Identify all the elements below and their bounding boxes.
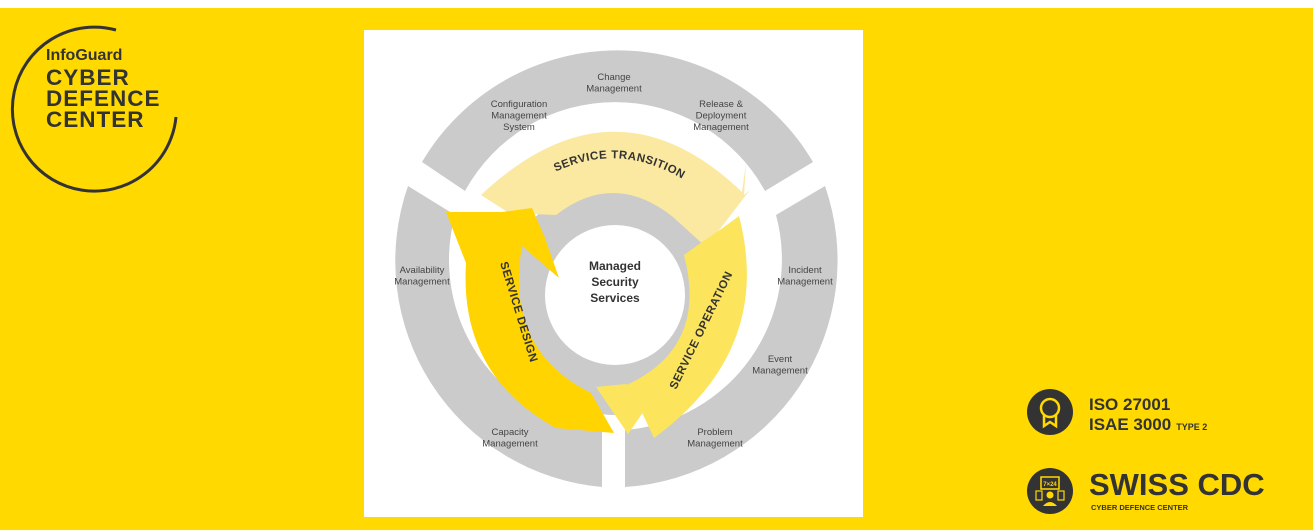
service-transition-arrow — [481, 131, 750, 247]
swiss-cdc-badge: 7×24 SWISS CDC CYBER DEFENCE CENTER — [1027, 468, 1287, 516]
process-label-line: Incident — [788, 265, 822, 276]
process-label-line: Management — [693, 122, 749, 133]
service-operation-arrow-body — [630, 216, 747, 438]
process-label-line: Deployment — [696, 111, 747, 122]
ring-sector-design — [395, 186, 602, 487]
process-label-line: Capacity — [492, 427, 529, 438]
center-label-line: Security — [591, 275, 639, 289]
ring-sector-operation — [625, 186, 838, 487]
swiss-cdc-title: SWISS CDC — [1089, 467, 1265, 502]
logo-ring — [10, 25, 178, 193]
ring-sector-transition — [422, 50, 813, 191]
iso-27001: ISO 27001 — [1089, 395, 1171, 414]
iso-badge: ISO 27001 ISAE 3000 TYPE 2 — [1027, 389, 1287, 437]
process-label-line: Configuration — [491, 99, 548, 110]
process-label-line: Management — [777, 277, 833, 288]
process-label-line: Availability — [400, 265, 445, 276]
isae-type: TYPE 2 — [1176, 422, 1208, 432]
logo-line-cyber: CYBER — [46, 65, 130, 90]
process-label-line: Management — [394, 277, 450, 288]
process-label-line: Change — [597, 72, 630, 83]
process-label-line: Problem — [697, 427, 732, 438]
center-circle — [545, 225, 685, 365]
process-label-line: Management — [752, 366, 808, 377]
service-design-arrow — [446, 208, 614, 433]
infoguard-logo: InfoGuard CYBER DEFENCE CENTER — [8, 22, 183, 197]
swiss-cdc-subtitle: CYBER DEFENCE CENTER — [1091, 503, 1189, 512]
process-label-line: Management — [491, 111, 547, 122]
process-label-line: Management — [586, 84, 642, 95]
process-label-line: Management — [687, 439, 743, 450]
award-icon — [1027, 389, 1073, 435]
isae-label: ISAE 3000 — [1089, 415, 1172, 434]
service-lifecycle-diagram: SERVICE TRANSITION SERVICE DESIGN SERVIC… — [364, 30, 863, 517]
isae-3000: ISAE 3000 TYPE 2 — [1089, 415, 1207, 435]
process-label-line: Release & — [699, 99, 743, 110]
center-label-line: Managed — [589, 259, 641, 273]
top-strip — [0, 0, 1313, 8]
center-label-line: Services — [590, 291, 640, 305]
logo-brand: InfoGuard — [46, 47, 123, 64]
svg-text:7×24: 7×24 — [1043, 482, 1057, 488]
logo-line-defence: DEFENCE — [46, 86, 161, 111]
certifications: ISO 27001 ISAE 3000 TYPE 2 7×24 SWISS CDC… — [1027, 389, 1287, 519]
logo-text: InfoGuard CYBER DEFENCE CENTER — [46, 47, 161, 132]
logo-line-center: CENTER — [46, 107, 145, 132]
cdc-icon: 7×24 — [1027, 468, 1073, 514]
diagram-svg: SERVICE TRANSITION SERVICE DESIGN SERVIC… — [394, 50, 838, 487]
process-label-line: Event — [768, 354, 793, 365]
process-label-line: Management — [482, 439, 538, 450]
process-label-line: System — [503, 122, 535, 133]
